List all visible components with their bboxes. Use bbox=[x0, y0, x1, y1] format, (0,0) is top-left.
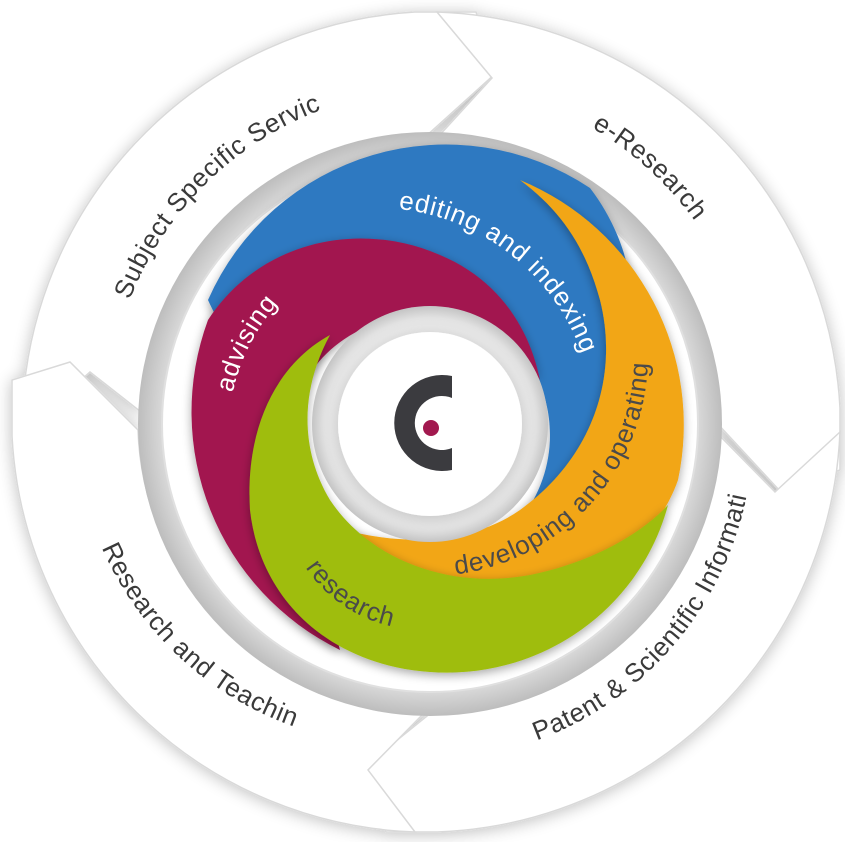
spiral-segment-editing[interactable] bbox=[208, 144, 634, 521]
spiral-segment-research[interactable] bbox=[249, 335, 669, 673]
inner-spiral bbox=[191, 144, 684, 673]
outer-cycle bbox=[11, 11, 841, 833]
spiral-segment-developing[interactable] bbox=[345, 180, 684, 600]
c-logo-dot bbox=[423, 420, 439, 436]
c-logo-icon bbox=[394, 375, 452, 471]
c-logo-arc bbox=[394, 375, 452, 471]
